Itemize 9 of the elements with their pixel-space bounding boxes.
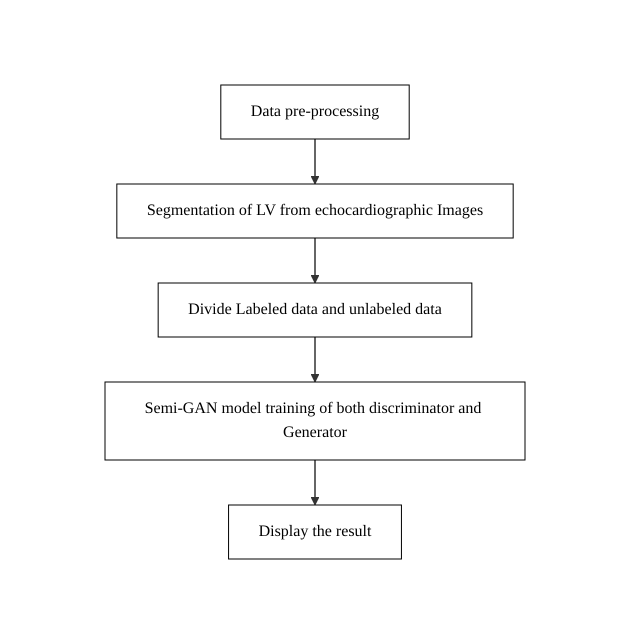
arrow bbox=[310, 336, 320, 382]
node-box: Data pre-processing bbox=[220, 84, 410, 139]
arrow bbox=[310, 460, 320, 505]
node-box: Divide Labeled data and unlabeled data bbox=[158, 282, 472, 337]
arrow bbox=[310, 238, 320, 283]
node-box: Segmentation of LV from echocardiographic Images bbox=[116, 183, 514, 238]
arrow bbox=[310, 138, 320, 184]
node-box: Semi-GAN model training of both discriminator and Generator bbox=[104, 381, 526, 460]
node-box: Display the result bbox=[228, 504, 402, 559]
